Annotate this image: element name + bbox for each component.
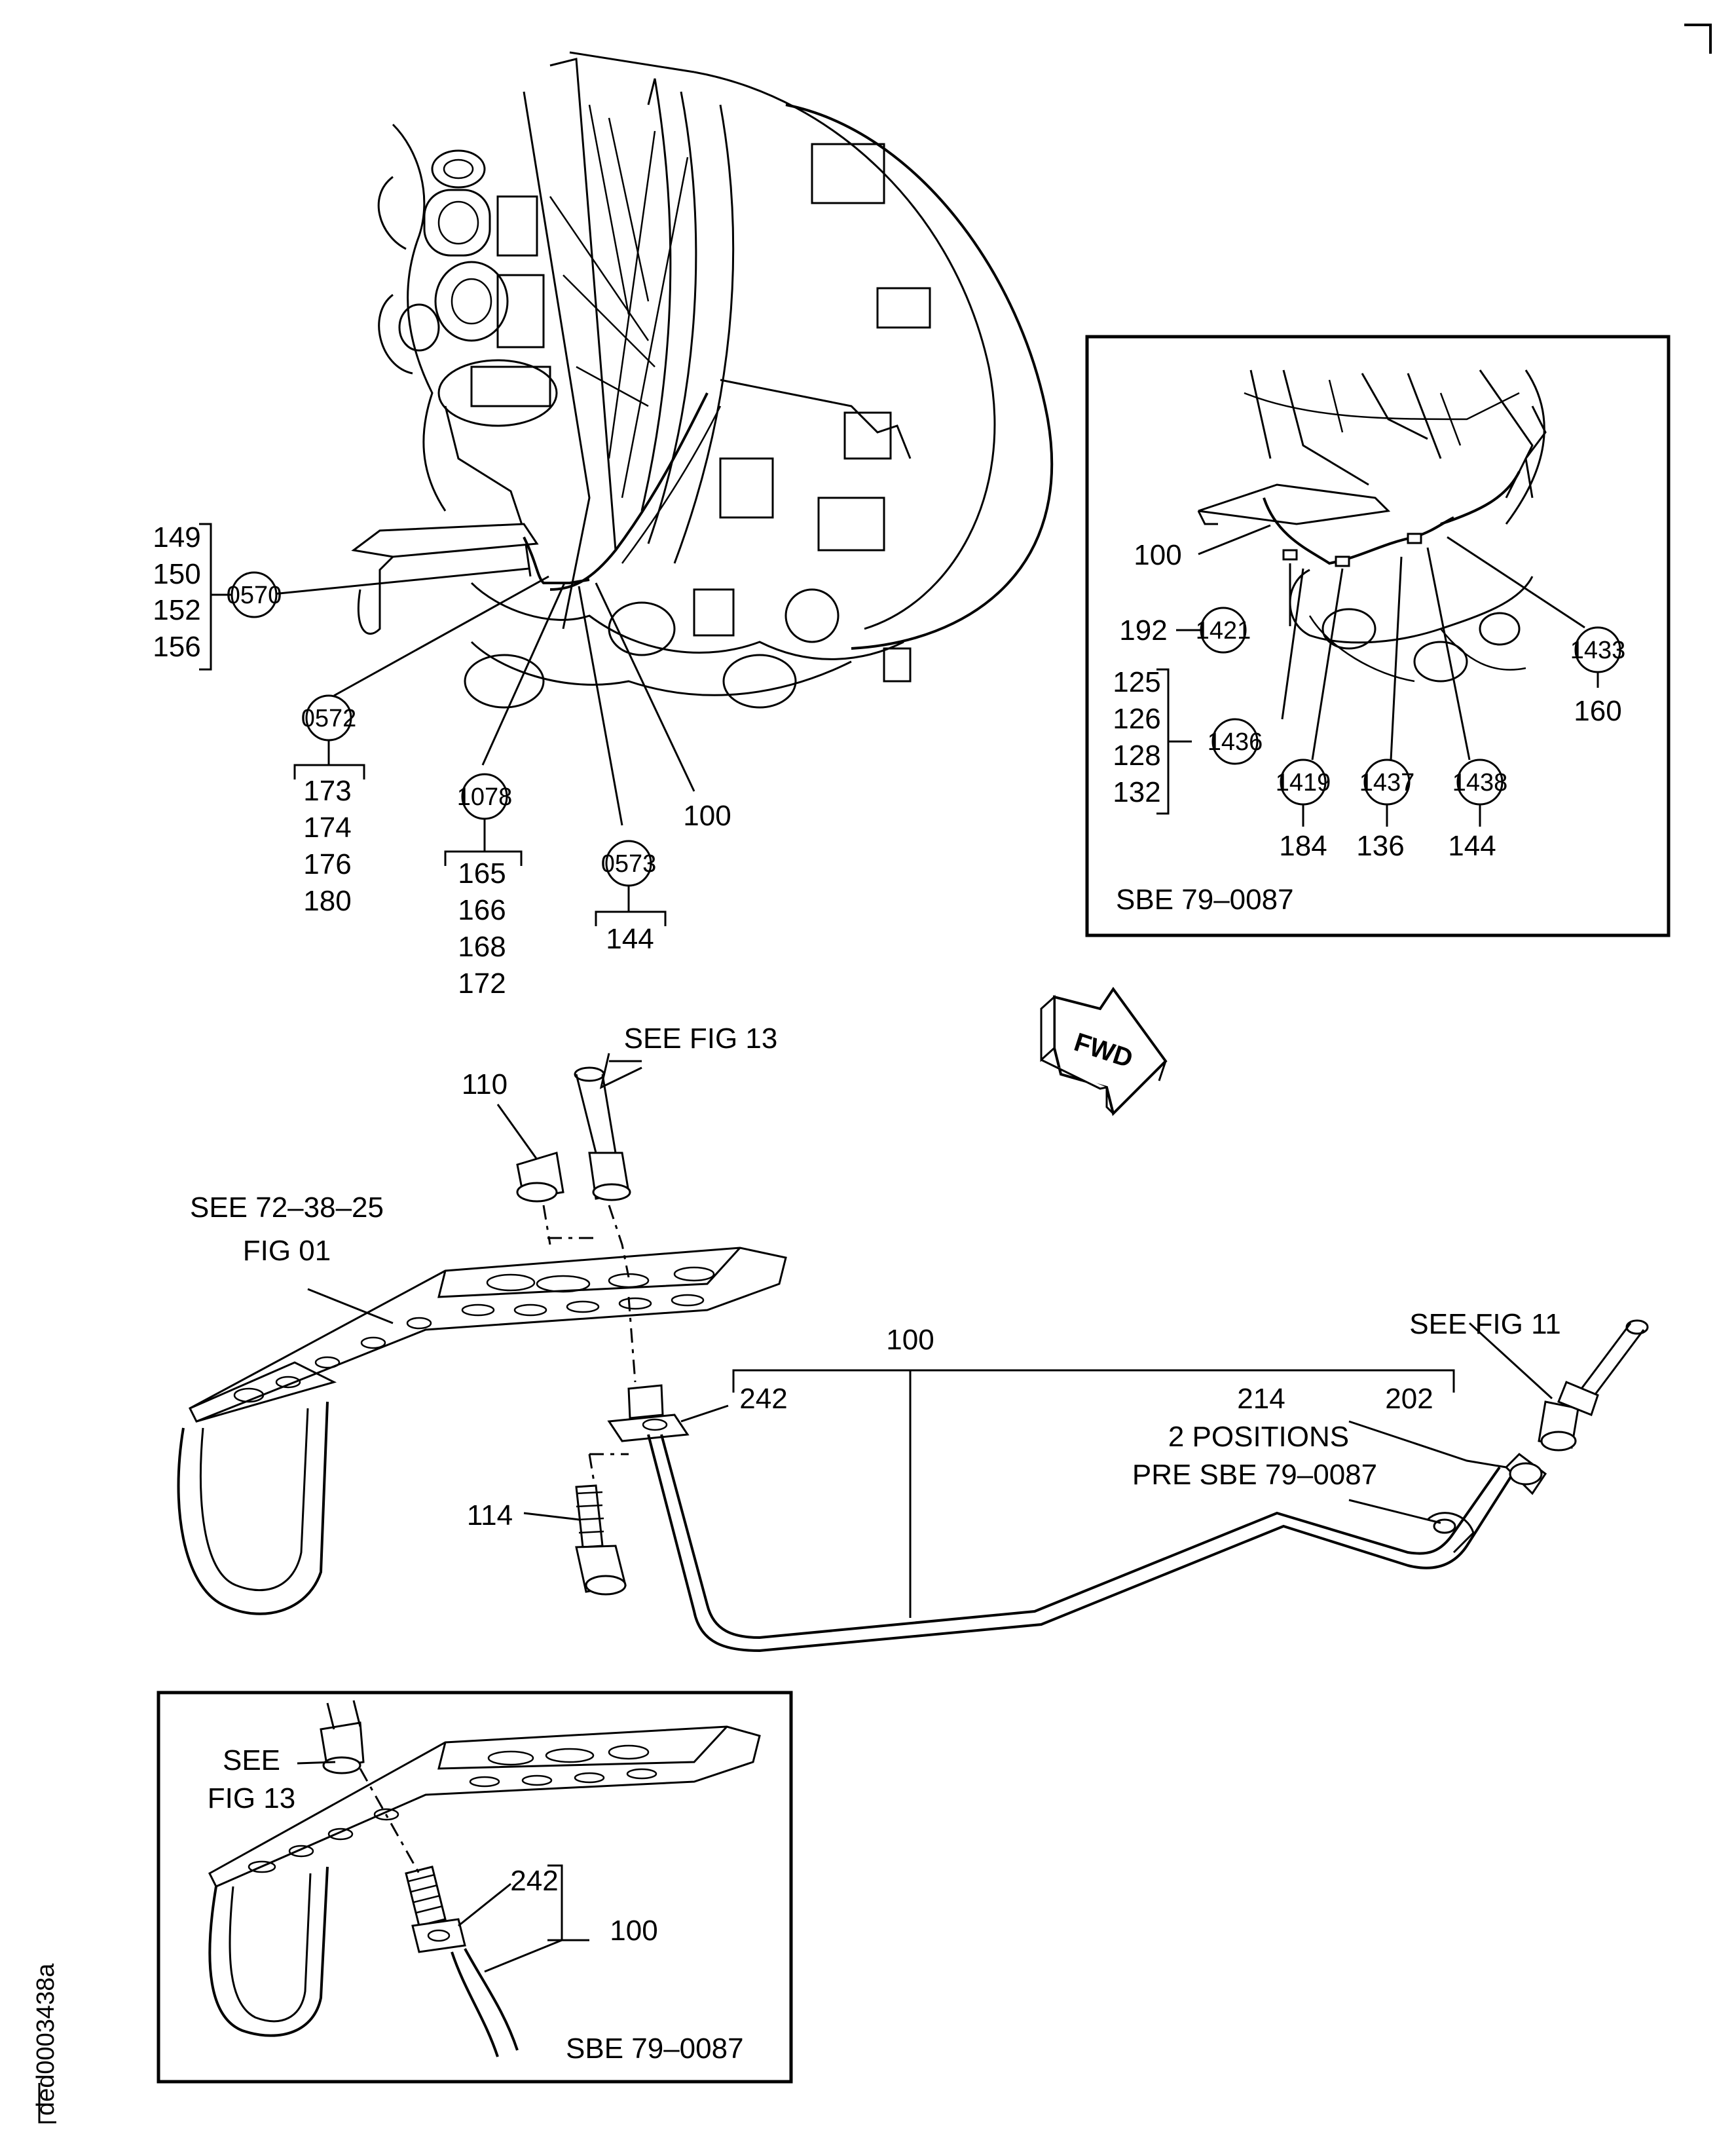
circle-1078: 1078 (457, 783, 513, 811)
callout-1078: 1078 165 166 168 172 (444, 773, 523, 1000)
item-160: 160 (1574, 695, 1621, 727)
item-156: 156 (153, 631, 200, 663)
pre-sbe-label: PRE SBE 79–0087 (1132, 1459, 1377, 1491)
item-174: 174 (303, 812, 351, 844)
top-leaders (265, 567, 695, 826)
label-110: 110 (462, 1068, 508, 1100)
item-144: 144 (1448, 830, 1496, 862)
callout-0572: 0572 173 174 176 180 (293, 694, 365, 917)
see-72-38-25: SEE 72–38–25 (190, 1191, 384, 1224)
label-114: 114 (467, 1499, 513, 1531)
item-125: 125 (1113, 666, 1160, 698)
circle-1436: 1436 (1208, 728, 1263, 756)
doc-id-label: ded0003438a (32, 1963, 60, 2116)
inset-tube-label-100: 100 (1134, 539, 1181, 571)
see-fig13-label: SEE FIG 13 (624, 1022, 778, 1055)
item-168: 168 (458, 931, 506, 963)
label-100: 100 (886, 1324, 934, 1356)
circle-0570: 0570 (227, 582, 282, 609)
item-172: 172 (458, 967, 506, 1000)
item-136: 136 (1356, 830, 1404, 862)
inset-top-title: SBE 79–0087 (1116, 884, 1294, 916)
item-126: 126 (1113, 703, 1160, 735)
item-132: 132 (1113, 776, 1160, 808)
positions-label: 2 POSITIONS (1168, 1421, 1349, 1453)
label-214: 214 (1237, 1383, 1285, 1415)
fig01-label: FIG 01 (243, 1235, 331, 1267)
circle-0572: 0572 (301, 705, 357, 732)
inset-label-242: 242 (510, 1865, 558, 1897)
circle-1437: 1437 (1359, 769, 1415, 797)
item-152: 152 (153, 594, 200, 626)
callout-0573: 0573 144 (595, 840, 667, 955)
circle-1438: 1438 (1452, 769, 1508, 797)
circle-1419: 1419 (1276, 769, 1331, 797)
doc-id: ded0003438a (32, 1963, 60, 2124)
inset-label-100: 100 (610, 1915, 657, 1947)
item-149: 149 (153, 521, 200, 553)
tube-label-100: 100 (683, 800, 731, 832)
callout-0570: 149 150 152 156 0570 (153, 521, 282, 671)
item-173: 173 (303, 775, 351, 807)
item-128: 128 (1113, 740, 1160, 772)
item-176: 176 (303, 848, 351, 880)
item-144: 144 (606, 923, 654, 955)
inset-sbe-top: 100 192 1421 125 126 128 132 1436 1419 1… (1085, 335, 1671, 937)
corner-mark (1684, 24, 1712, 54)
inset-bottom-title: SBE 79–0087 (566, 2033, 744, 2065)
inset-fig13-label: FIG 13 (208, 1782, 296, 1814)
circle-0573: 0573 (601, 850, 657, 878)
circle-1433: 1433 (1570, 637, 1626, 664)
exploded-view: SEE FIG 13 110 SEE 72–38–25 FIG 01 100 2… (177, 1022, 1649, 1653)
label-202: 202 (1385, 1383, 1433, 1415)
engine-illustration (351, 51, 1054, 709)
circle-1421: 1421 (1196, 617, 1251, 645)
inset-sbe-bottom: SEE FIG 13 242 100 SBE 79–0087 (157, 1691, 793, 2084)
fwd-arrow: FWD (1040, 986, 1168, 1116)
item-166: 166 (458, 894, 506, 926)
item-184: 184 (1279, 830, 1327, 862)
see-fig11-label: SEE FIG 11 (1409, 1308, 1561, 1340)
label-242: 242 (739, 1383, 787, 1415)
item-180: 180 (303, 885, 351, 917)
item-165: 165 (458, 857, 506, 890)
item-192: 192 (1119, 614, 1167, 647)
item-150: 150 (153, 558, 200, 590)
inset-see-label: SEE (223, 1744, 280, 1776)
